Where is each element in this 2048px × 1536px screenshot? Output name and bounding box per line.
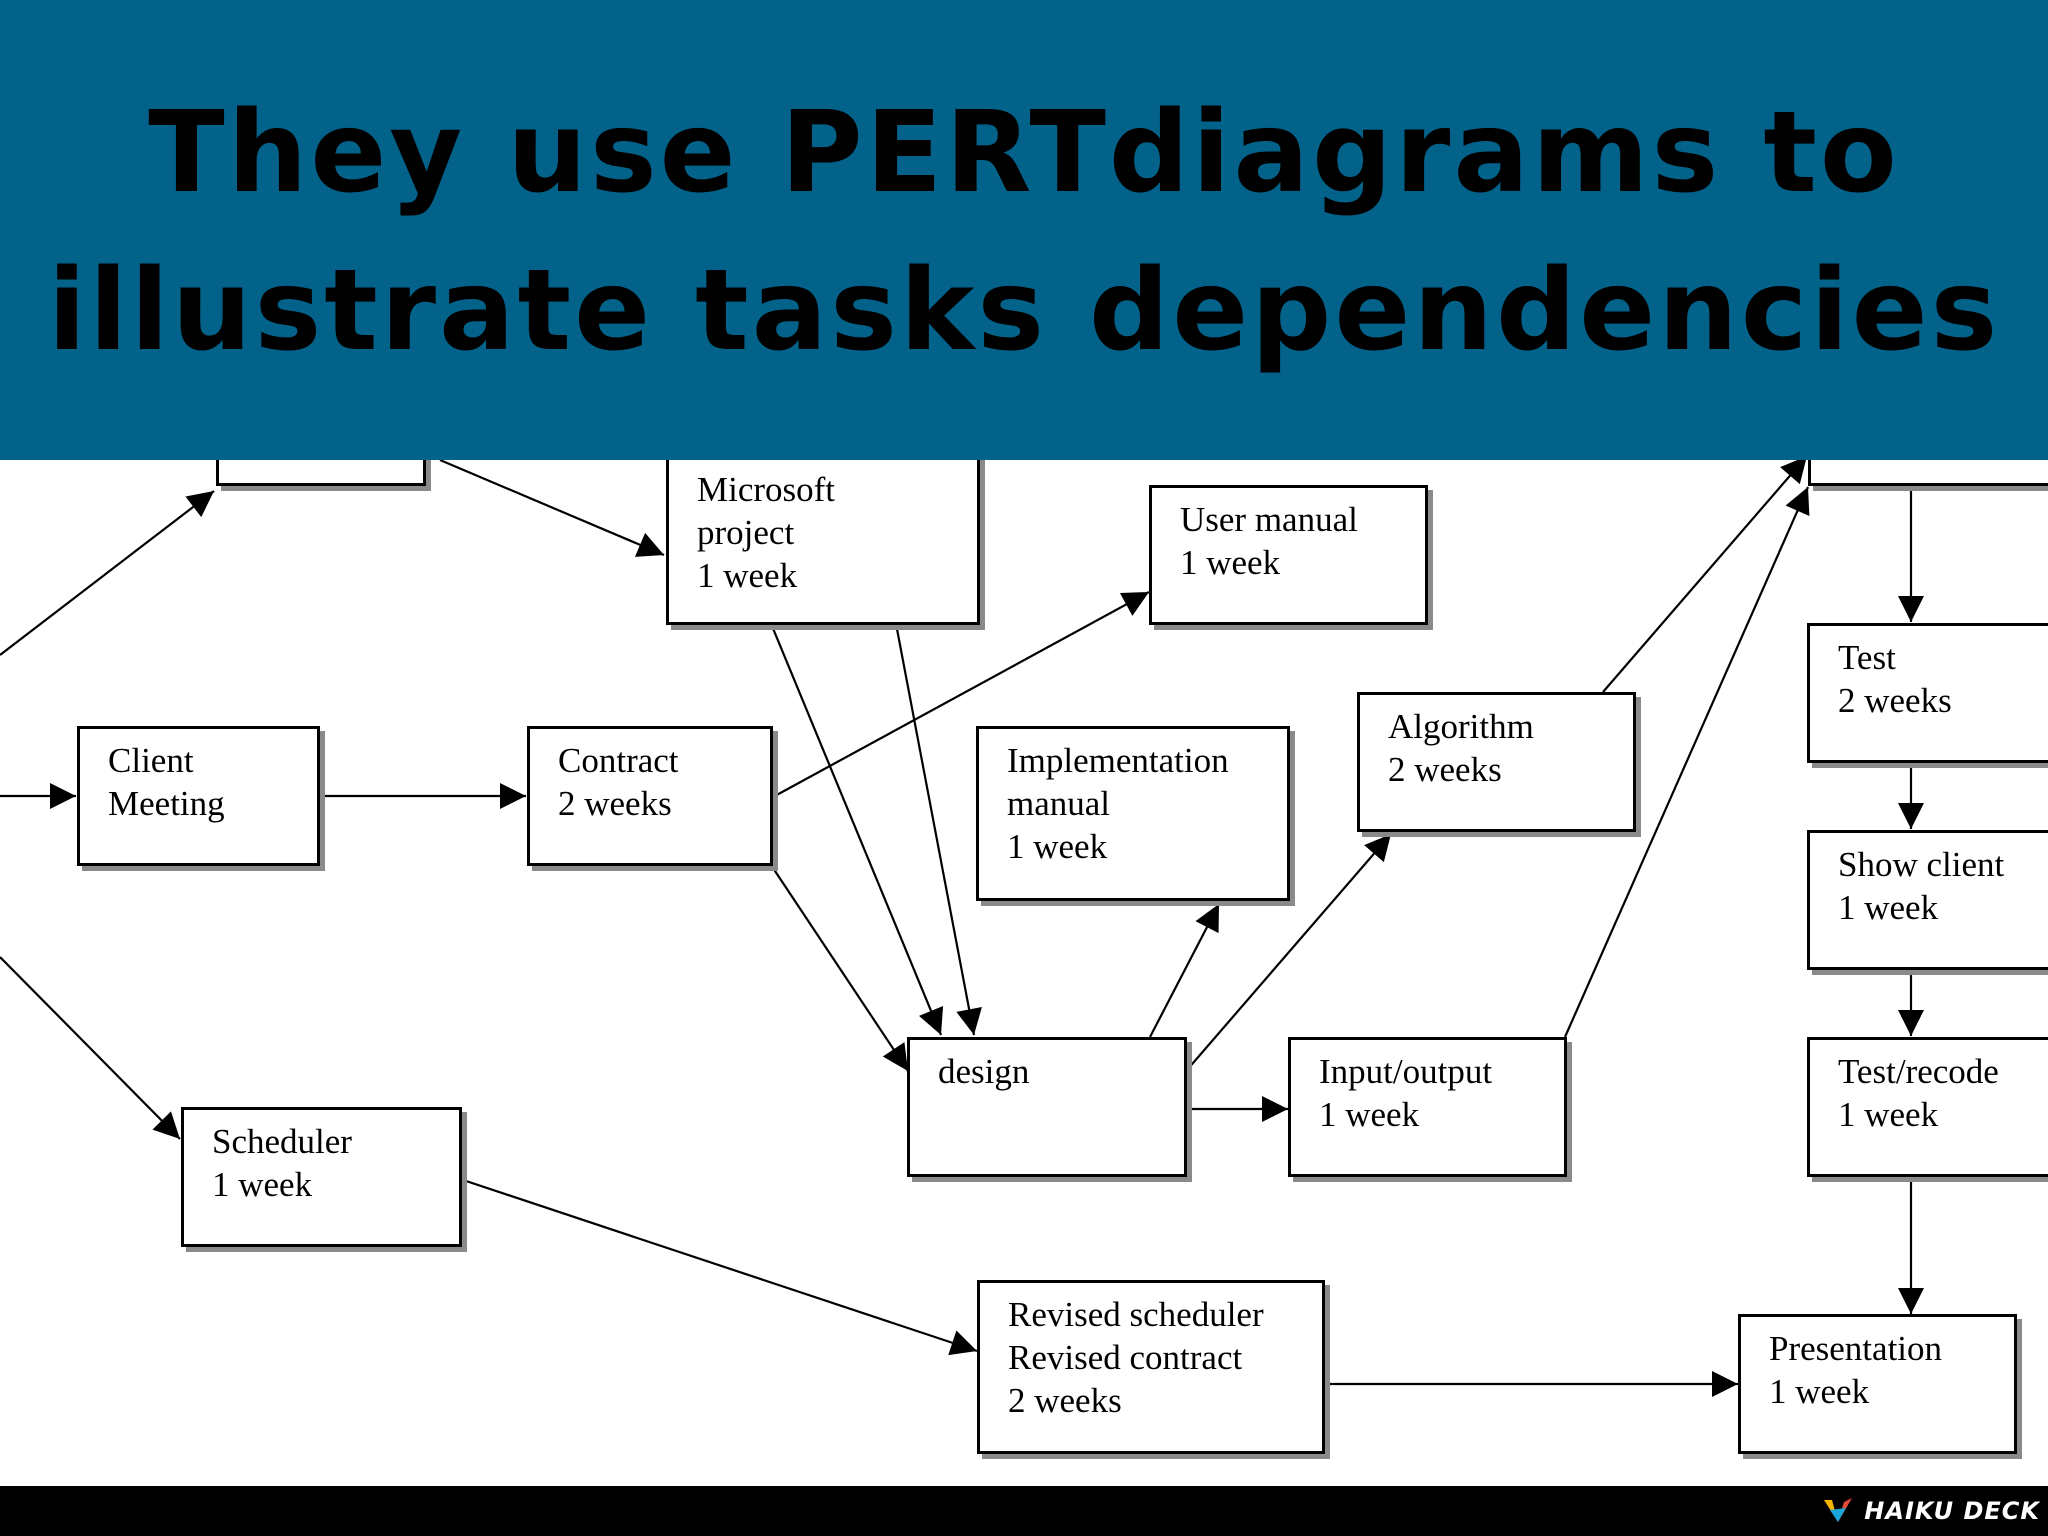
node-scheduler: Scheduler 1 week <box>181 1107 462 1247</box>
node-algorithm: Algorithm 2 weeks <box>1357 692 1636 832</box>
node-label-line: Input/output <box>1319 1052 1493 1091</box>
node-microsoft-project: Microsoft project 1 week <box>666 455 980 625</box>
arrow-offscreen-to-top-left <box>0 490 215 656</box>
haiku-deck-wordmark: HAIKU DECK <box>1864 1497 2040 1525</box>
node-label-line: Implementation <box>1007 741 1229 780</box>
node-label-line: 2 weeks <box>1008 1381 1122 1420</box>
node-label-line: 1 week <box>1838 888 1939 927</box>
arrow-input-output-to-top-right <box>1563 486 1810 1038</box>
node-label-line: Algorithm <box>1388 707 1534 746</box>
node-user-manual: User manual 1 week <box>1149 485 1428 625</box>
node-presentation: Presentation 1 week <box>1738 1314 2017 1454</box>
node-label-line: Microsoft <box>697 470 836 509</box>
node-input-output: Input/output 1 week <box>1288 1037 1567 1177</box>
arrow-scheduler-to-revised <box>462 1178 978 1356</box>
node-label-line: 1 week <box>697 556 798 595</box>
node-client-meeting: Client Meeting <box>77 726 320 866</box>
node-design: design <box>907 1037 1187 1177</box>
node-label-line: 2 weeks <box>558 784 672 823</box>
slide-title-line-2: illustrate tasks dependencies <box>47 246 2001 376</box>
node-contract: Contract 2 weeks <box>527 726 773 866</box>
arrow-contract-to-user-manual <box>772 591 1150 798</box>
node-label-line: Client <box>108 741 194 780</box>
node-label-line: Test/recode <box>1838 1052 1999 1091</box>
footer-bar: HAIKU DECK <box>0 1486 2048 1536</box>
node-label-line: User manual <box>1180 500 1358 539</box>
node-label-line: Contract <box>558 741 679 780</box>
node-label-line: 2 weeks <box>1838 681 1952 720</box>
node-label-line: Scheduler <box>212 1122 352 1161</box>
node-label-line: design <box>938 1052 1030 1091</box>
node-revised-scheduler-contract: Revised scheduler Revised contract 2 wee… <box>977 1280 1325 1454</box>
arrow-contract-to-design <box>772 867 909 1072</box>
title-banner: They use PERTdiagrams to illustrate task… <box>0 0 2048 460</box>
haiku-deck-brand: HAIKU DECK <box>1822 1494 2040 1528</box>
node-label-line: Revised contract <box>1008 1338 1243 1377</box>
node-label-line: Meeting <box>108 784 225 823</box>
node-label-line: Show client <box>1838 845 2005 884</box>
arrow-microsoft-project-to-design-b <box>895 628 982 1036</box>
node-label-line: Presentation <box>1769 1329 1943 1368</box>
haiku-deck-logo-icon <box>1824 1498 1853 1522</box>
node-show-client: Show client 1 week <box>1807 830 2048 970</box>
node-label-line: manual <box>1007 784 1111 823</box>
arrow-design-to-implementation-manual <box>1149 903 1220 1038</box>
node-label-line: Revised scheduler <box>1008 1295 1264 1334</box>
node-label-line: 2 weeks <box>1388 750 1502 789</box>
arrow-top-left-to-microsoft-project <box>439 458 665 557</box>
node-label-line: 1 week <box>1769 1372 1870 1411</box>
node-label-line: 1 week <box>1319 1095 1420 1134</box>
node-label-line: 1 week <box>1838 1095 1939 1134</box>
arrow-algorithm-to-top-right <box>1602 455 1808 693</box>
arrow-offscreen-to-scheduler <box>0 956 181 1140</box>
arrow-microsoft-project-to-design-a <box>770 625 944 1036</box>
node-implementation-manual: Implementation manual 1 week <box>976 726 1290 901</box>
node-label-line: 1 week <box>212 1165 313 1204</box>
node-label-line: 1 week <box>1180 543 1281 582</box>
node-test-recode: Test/recode 1 week <box>1807 1037 2048 1177</box>
arrow-design-to-algorithm <box>1186 833 1392 1071</box>
node-label-line: 1 week <box>1007 827 1108 866</box>
node-label-line: project <box>697 513 795 552</box>
node-label-line: Test <box>1838 638 1896 677</box>
slide-title-line-1: They use PERTdiagrams to <box>148 88 1900 218</box>
node-test: Test 2 weeks <box>1807 623 2048 763</box>
